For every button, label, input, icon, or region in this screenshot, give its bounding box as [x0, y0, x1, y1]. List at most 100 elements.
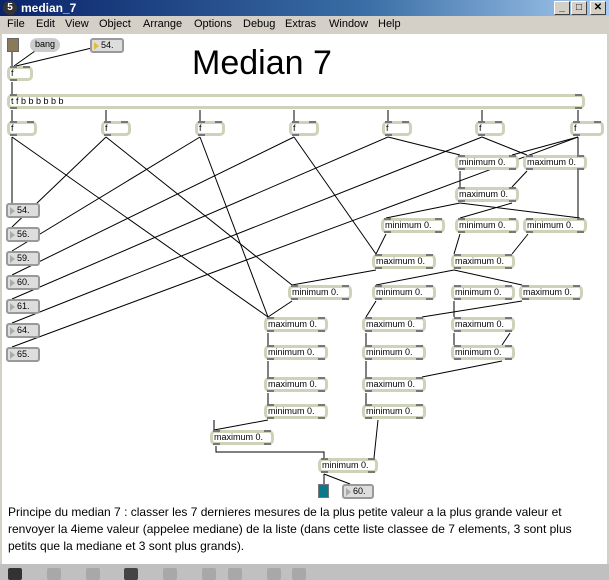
- float-label: f: [386, 123, 389, 133]
- minmax-object[interactable]: minimum 0.: [264, 345, 328, 360]
- minmax-object[interactable]: maximum 0.: [519, 285, 583, 300]
- stored-value-6[interactable]: 64.: [6, 323, 40, 338]
- menu-edit[interactable]: Edit: [36, 18, 55, 30]
- new-object-icon[interactable]: [202, 568, 216, 580]
- minmax-object[interactable]: maximum 0.: [362, 317, 426, 332]
- minmax-object[interactable]: maximum 0.: [451, 254, 515, 269]
- minmax-object[interactable]: minimum 0.: [381, 218, 445, 233]
- minmax-object[interactable]: maximum 0.: [523, 155, 587, 170]
- minmax-object[interactable]: minimum 0.: [455, 155, 519, 170]
- object-label: maximum 0.: [214, 432, 264, 442]
- add-icon[interactable]: [47, 568, 61, 580]
- final-minimum-object[interactable]: minimum 0.: [318, 458, 378, 473]
- object-label: minimum 0.: [527, 220, 574, 230]
- patch-cords: [11, 45, 581, 485]
- object-label: maximum 0.: [268, 379, 318, 389]
- float-box-6[interactable]: f: [475, 121, 505, 136]
- float-box-3[interactable]: f: [195, 121, 225, 136]
- float-label: f: [479, 123, 482, 133]
- minmax-object[interactable]: minimum 0.: [451, 285, 515, 300]
- minmax-object[interactable]: minimum 0.: [455, 218, 519, 233]
- menu-debug[interactable]: Debug: [243, 18, 276, 30]
- bang-message[interactable]: bang: [30, 38, 60, 52]
- object-label: minimum 0.: [366, 347, 413, 357]
- float-object[interactable]: f: [7, 66, 33, 81]
- output-number-box[interactable]: 60.: [342, 484, 374, 499]
- float-label: f: [11, 123, 14, 133]
- close-button[interactable]: ✕: [590, 1, 606, 15]
- app-icon: 5: [3, 1, 17, 15]
- menu-options[interactable]: Options: [194, 18, 232, 30]
- minmax-object[interactable]: maximum 0.: [210, 430, 274, 445]
- object-label: minimum 0.: [268, 347, 315, 357]
- bottom-toolbar: [0, 564, 609, 580]
- minmax-object[interactable]: minimum 0.: [264, 404, 328, 419]
- object-label: minimum 0.: [455, 347, 502, 357]
- object-label: maximum 0.: [455, 256, 505, 266]
- float-box-2[interactable]: f: [101, 121, 131, 136]
- title-bar: 5 median_7 _ □ ✕: [0, 0, 609, 16]
- float-box-7[interactable]: f: [570, 121, 604, 136]
- menu-file[interactable]: File: [7, 18, 25, 30]
- info-icon[interactable]: [163, 568, 177, 580]
- menu-help[interactable]: Help: [378, 18, 401, 30]
- object-label: minimum 0.: [455, 287, 502, 297]
- float-label: f: [105, 123, 108, 133]
- object-label: minimum 0.: [385, 220, 432, 230]
- output-button[interactable]: [318, 484, 329, 498]
- lock-icon[interactable]: [8, 568, 22, 580]
- toggle[interactable]: [7, 38, 19, 52]
- float-object-label: f: [11, 68, 14, 78]
- minmax-object[interactable]: maximum 0.: [264, 317, 328, 332]
- object-label: minimum 0.: [322, 460, 369, 470]
- input-number-box[interactable]: 54.: [90, 38, 124, 53]
- object-label: minimum 0.: [376, 287, 423, 297]
- stored-value-7[interactable]: 65.: [6, 347, 40, 362]
- minmax-object[interactable]: minimum 0.: [362, 345, 426, 360]
- window-title: median_7: [21, 1, 77, 15]
- object-label: minimum 0.: [292, 287, 339, 297]
- object-label: minimum 0.: [366, 406, 413, 416]
- float-label: f: [199, 123, 202, 133]
- chart-icon[interactable]: [124, 568, 138, 580]
- minmax-object[interactable]: maximum 0.: [455, 187, 519, 202]
- menu-object[interactable]: Object: [99, 18, 131, 30]
- stored-value-1[interactable]: 54.: [6, 203, 40, 218]
- trigger-object-label: t f b b b b b b: [11, 96, 64, 106]
- grid-icon[interactable]: [267, 568, 281, 580]
- move-icon[interactable]: [86, 568, 100, 580]
- object-label: maximum 0.: [455, 319, 505, 329]
- minmax-object[interactable]: maximum 0.: [372, 254, 436, 269]
- minmax-object[interactable]: minimum 0.: [523, 218, 587, 233]
- minmax-object[interactable]: minimum 0.: [372, 285, 436, 300]
- minmax-object[interactable]: minimum 0.: [451, 345, 515, 360]
- menu-extras[interactable]: Extras: [285, 18, 317, 30]
- minimize-button[interactable]: _: [554, 1, 570, 15]
- object-label: minimum 0.: [268, 406, 315, 416]
- settings-icon[interactable]: [292, 568, 306, 580]
- minmax-object[interactable]: minimum 0.: [288, 285, 352, 300]
- maximize-button[interactable]: □: [571, 1, 587, 15]
- patcher-canvas[interactable]: Median 7 bang 54. f t f b b b b b b f f …: [2, 34, 607, 564]
- minmax-object[interactable]: maximum 0.: [451, 317, 515, 332]
- float-box-1[interactable]: f: [7, 121, 37, 136]
- menu-bar: File Edit View Object Arrange Options De…: [0, 16, 609, 34]
- float-box-4[interactable]: f: [289, 121, 319, 136]
- minmax-object[interactable]: maximum 0.: [264, 377, 328, 392]
- menu-view[interactable]: View: [65, 18, 89, 30]
- trigger-object[interactable]: t f b b b b b b: [7, 94, 585, 109]
- float-label: f: [574, 123, 577, 133]
- stored-value-5[interactable]: 61.: [6, 299, 40, 314]
- stored-value-2[interactable]: 56.: [6, 227, 40, 242]
- layers-icon[interactable]: [228, 568, 242, 580]
- float-label: f: [293, 123, 296, 133]
- object-label: maximum 0.: [366, 379, 416, 389]
- menu-arrange[interactable]: Arrange: [143, 18, 183, 30]
- stored-value-3[interactable]: 59.: [6, 251, 40, 266]
- object-label: maximum 0.: [366, 319, 416, 329]
- minmax-object[interactable]: maximum 0.: [362, 377, 426, 392]
- menu-window[interactable]: Window: [329, 18, 369, 30]
- stored-value-4[interactable]: 60.: [6, 275, 40, 290]
- float-box-5[interactable]: f: [382, 121, 412, 136]
- minmax-object[interactable]: minimum 0.: [362, 404, 426, 419]
